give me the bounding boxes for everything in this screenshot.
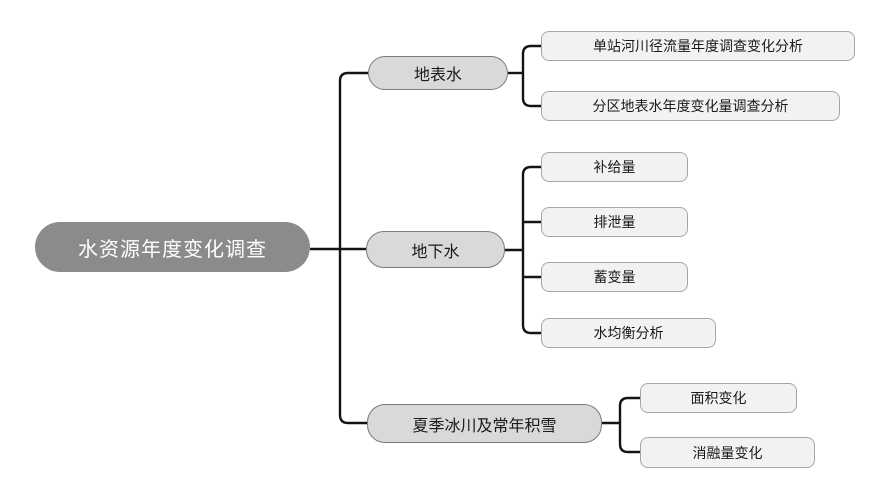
leaf-node-storage-change[interactable]: 蓄变量: [541, 262, 688, 292]
leaf-node-discharge-amount[interactable]: 排泄量: [541, 207, 688, 237]
branch-node-summer-glacier-snow[interactable]: 夏季冰川及常年积雪: [367, 404, 602, 443]
leaf-node-single-station-runoff-analysis[interactable]: 单站河川径流量年度调查变化分析: [541, 31, 855, 61]
leaf-node-area-change[interactable]: 面积变化: [640, 383, 797, 413]
leaf-node-zoned-surface-water-analysis[interactable]: 分区地表水年度变化量调查分析: [541, 91, 840, 121]
leaf-node-recharge-amount[interactable]: 补给量: [541, 152, 688, 182]
branch-node-surface-water[interactable]: 地表水: [368, 56, 508, 90]
branch-node-groundwater[interactable]: 地下水: [366, 231, 505, 268]
root-node-water-resources-survey[interactable]: 水资源年度变化调查: [35, 222, 310, 272]
leaf-node-water-balance-analysis[interactable]: 水均衡分析: [541, 318, 716, 348]
leaf-node-ablation-change[interactable]: 消融量变化: [640, 437, 815, 468]
